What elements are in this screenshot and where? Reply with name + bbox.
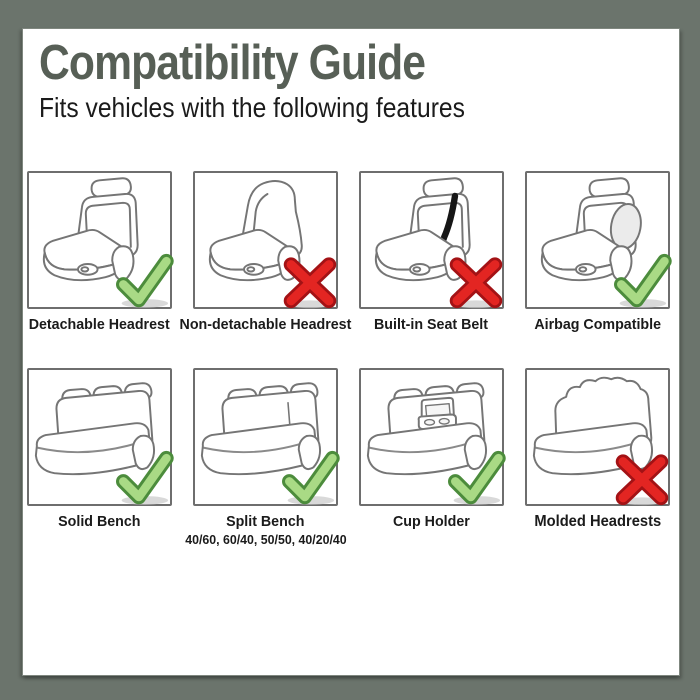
compatibility-grid: Detachable Headrest Non-detachable Headr… — [27, 171, 670, 547]
panel-non-detachable-headrest: Non-detachable Headrest — [180, 171, 351, 334]
panel-box — [27, 171, 172, 309]
panel-label: Non-detachable Headrest — [179, 316, 352, 333]
panel-split-bench: Split Bench 40/60, 60/40, 50/50, 40/20/4… — [185, 368, 346, 547]
panel-molded-headrests: Molded Headrests — [525, 368, 670, 547]
check-icon — [611, 252, 673, 310]
panel-label: Molded Headrests — [534, 513, 661, 530]
guide-card: Compatibility Guide Fits vehicles with t… — [22, 28, 680, 676]
check-icon — [445, 449, 507, 507]
page-subtitle: Fits vehicles with the following feature… — [39, 91, 465, 123]
check-icon — [279, 449, 341, 507]
panel-label: Built-in Seat Belt — [374, 316, 489, 333]
panel-box — [193, 368, 338, 506]
panel-detachable-headrest: Detachable Headrest — [27, 171, 172, 334]
guide-header: Compatibility Guide Fits vehicles with t… — [39, 36, 523, 124]
cross-icon — [611, 449, 673, 507]
panel-label: Airbag Compatible — [534, 316, 661, 333]
panel-label: Solid Bench — [58, 513, 141, 530]
panel-label: Detachable Headrest — [29, 316, 170, 333]
panel-sublabel-split-ratios: 40/60, 60/40, 50/50, 40/20/40 — [184, 532, 347, 547]
panel-box — [359, 171, 504, 309]
panel-built-in-seat-belt: Built-in Seat Belt — [359, 171, 504, 334]
check-icon — [113, 252, 175, 310]
page-title: Compatibility Guide — [39, 36, 426, 90]
check-icon — [113, 449, 175, 507]
panel-label: Split Bench — [226, 513, 305, 530]
panel-cup-holder: Cup Holder — [359, 368, 504, 547]
panel-solid-bench: Solid Bench — [27, 368, 172, 547]
panel-airbag-compatible: Airbag Compatible — [525, 171, 670, 334]
cross-icon — [279, 252, 341, 310]
panel-label: Cup Holder — [393, 513, 470, 530]
panel-box — [193, 171, 338, 309]
panel-box — [525, 171, 670, 309]
cross-icon — [445, 252, 507, 310]
panel-box — [27, 368, 172, 506]
panel-box — [525, 368, 670, 506]
panel-box — [359, 368, 504, 506]
